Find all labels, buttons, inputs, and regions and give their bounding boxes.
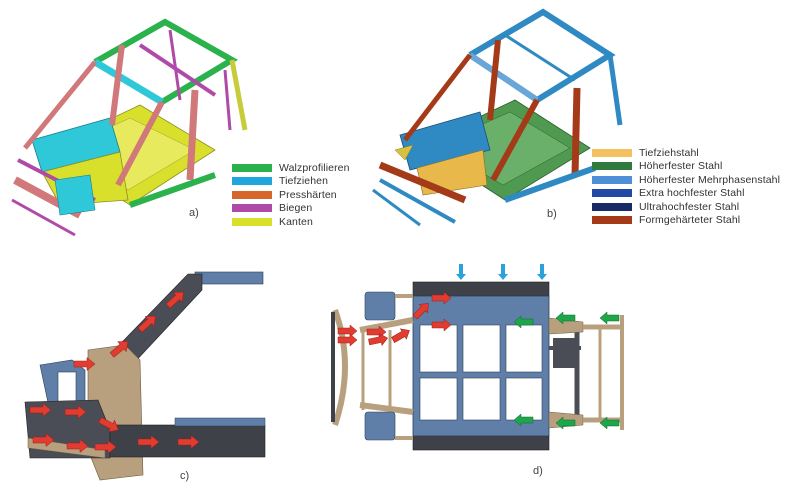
- legend-swatch: [592, 148, 632, 157]
- top-view-load-path-diagram: [331, 264, 624, 451]
- legend-item-biegen: Biegen: [232, 202, 350, 215]
- legend-swatch: [232, 177, 272, 185]
- panel-d: d): [325, 260, 645, 486]
- legend-swatch: [232, 163, 272, 172]
- legend-swatch: [232, 217, 272, 226]
- side-view-load-path-diagram: [24, 271, 266, 481]
- legend-item-kanten: Kanten: [232, 215, 350, 228]
- legend-swatch: [592, 216, 632, 224]
- legend-label: Extra hochfester Stahl: [639, 187, 745, 199]
- panel-a-label: a): [189, 207, 199, 219]
- panel-a: a) Walzprofilieren Tiefziehen Presshärte…: [0, 0, 380, 240]
- legend-item-ultrahochfester-stahl: Ultrahochfester Stahl: [592, 200, 780, 213]
- legend-item-walzprofilieren: Walzprofilieren: [232, 161, 350, 174]
- legend-swatch: [592, 202, 632, 211]
- legend-label: Ultrahochfester Stahl: [639, 200, 740, 213]
- legend-swatch: [232, 190, 272, 199]
- legend-label: Tiefziehstahl: [639, 146, 699, 159]
- legend-swatch: [592, 189, 632, 197]
- panel-c: c): [0, 260, 280, 486]
- body-frame-process-illustration: [11, 18, 248, 237]
- panel-b: b) Tiefziehstahl Höherfester Stahl Höher…: [365, 0, 785, 240]
- legend-label: Kanten: [279, 215, 313, 228]
- legend-swatch: [592, 175, 632, 184]
- legend-item-formgehaerteter-stahl: Formgehärteter Stahl: [592, 214, 780, 227]
- panel-c-label: c): [180, 470, 190, 482]
- legend-swatch: [592, 162, 632, 170]
- legend-label: Formgehärteter Stahl: [639, 214, 741, 226]
- legend-item-mehrphasenstahl: Höherfester Mehrphasenstahl: [592, 173, 780, 186]
- material-legend: Tiefziehstahl Höherfester Stahl Höherfes…: [592, 146, 780, 227]
- legend-item-extra-hochfester-stahl: Extra hochfester Stahl: [592, 187, 780, 200]
- legend-item-presshaerten: Presshärten: [232, 188, 350, 201]
- legend-label: Biegen: [279, 202, 313, 214]
- process-legend: Walzprofilieren Tiefziehen Presshärten B…: [232, 161, 350, 229]
- panel-d-label: d): [533, 465, 543, 477]
- legend-label: Höherfester Stahl: [639, 160, 723, 172]
- legend-item-tiefziehstahl: Tiefziehstahl: [592, 146, 780, 159]
- legend-label: Tiefziehen: [279, 175, 329, 187]
- legend-item-hoeherfester-stahl: Höherfester Stahl: [592, 160, 780, 173]
- legend-item-tiefziehen: Tiefziehen: [232, 175, 350, 188]
- legend-label: Höherfester Mehrphasenstahl: [639, 173, 781, 186]
- panel-b-label: b): [547, 208, 557, 220]
- legend-swatch: [232, 204, 272, 212]
- legend-label: Walzprofilieren: [279, 161, 350, 174]
- legend-label: Presshärten: [279, 188, 337, 201]
- body-frame-material-illustration: [372, 8, 623, 227]
